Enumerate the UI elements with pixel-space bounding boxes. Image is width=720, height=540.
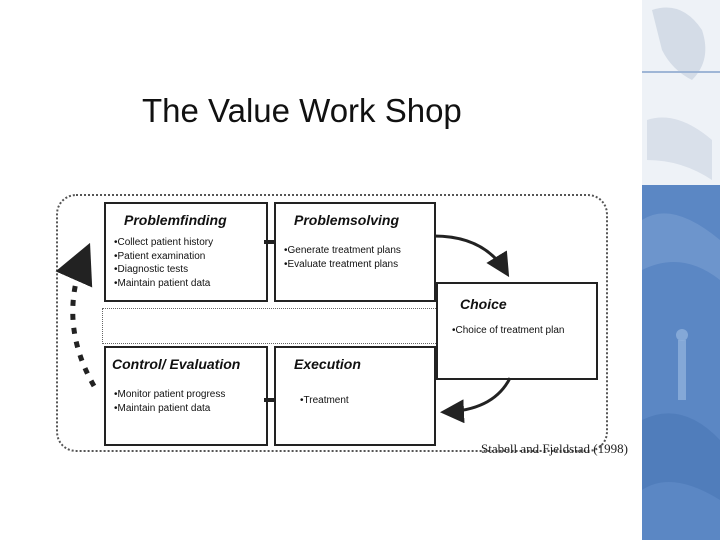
arrow-to-execution: [446, 378, 510, 412]
citation: Stabell and Fjeldstad (1998): [481, 441, 628, 457]
decorative-side-strip: [642, 0, 720, 540]
value-shop-diagram: Problemfinding •Collect patient history …: [54, 190, 610, 452]
arrow-to-choice: [434, 236, 506, 272]
slide-title: The Value Work Shop: [142, 92, 462, 130]
arrow-feedback: [73, 252, 94, 386]
flow-arrows: [54, 190, 610, 452]
